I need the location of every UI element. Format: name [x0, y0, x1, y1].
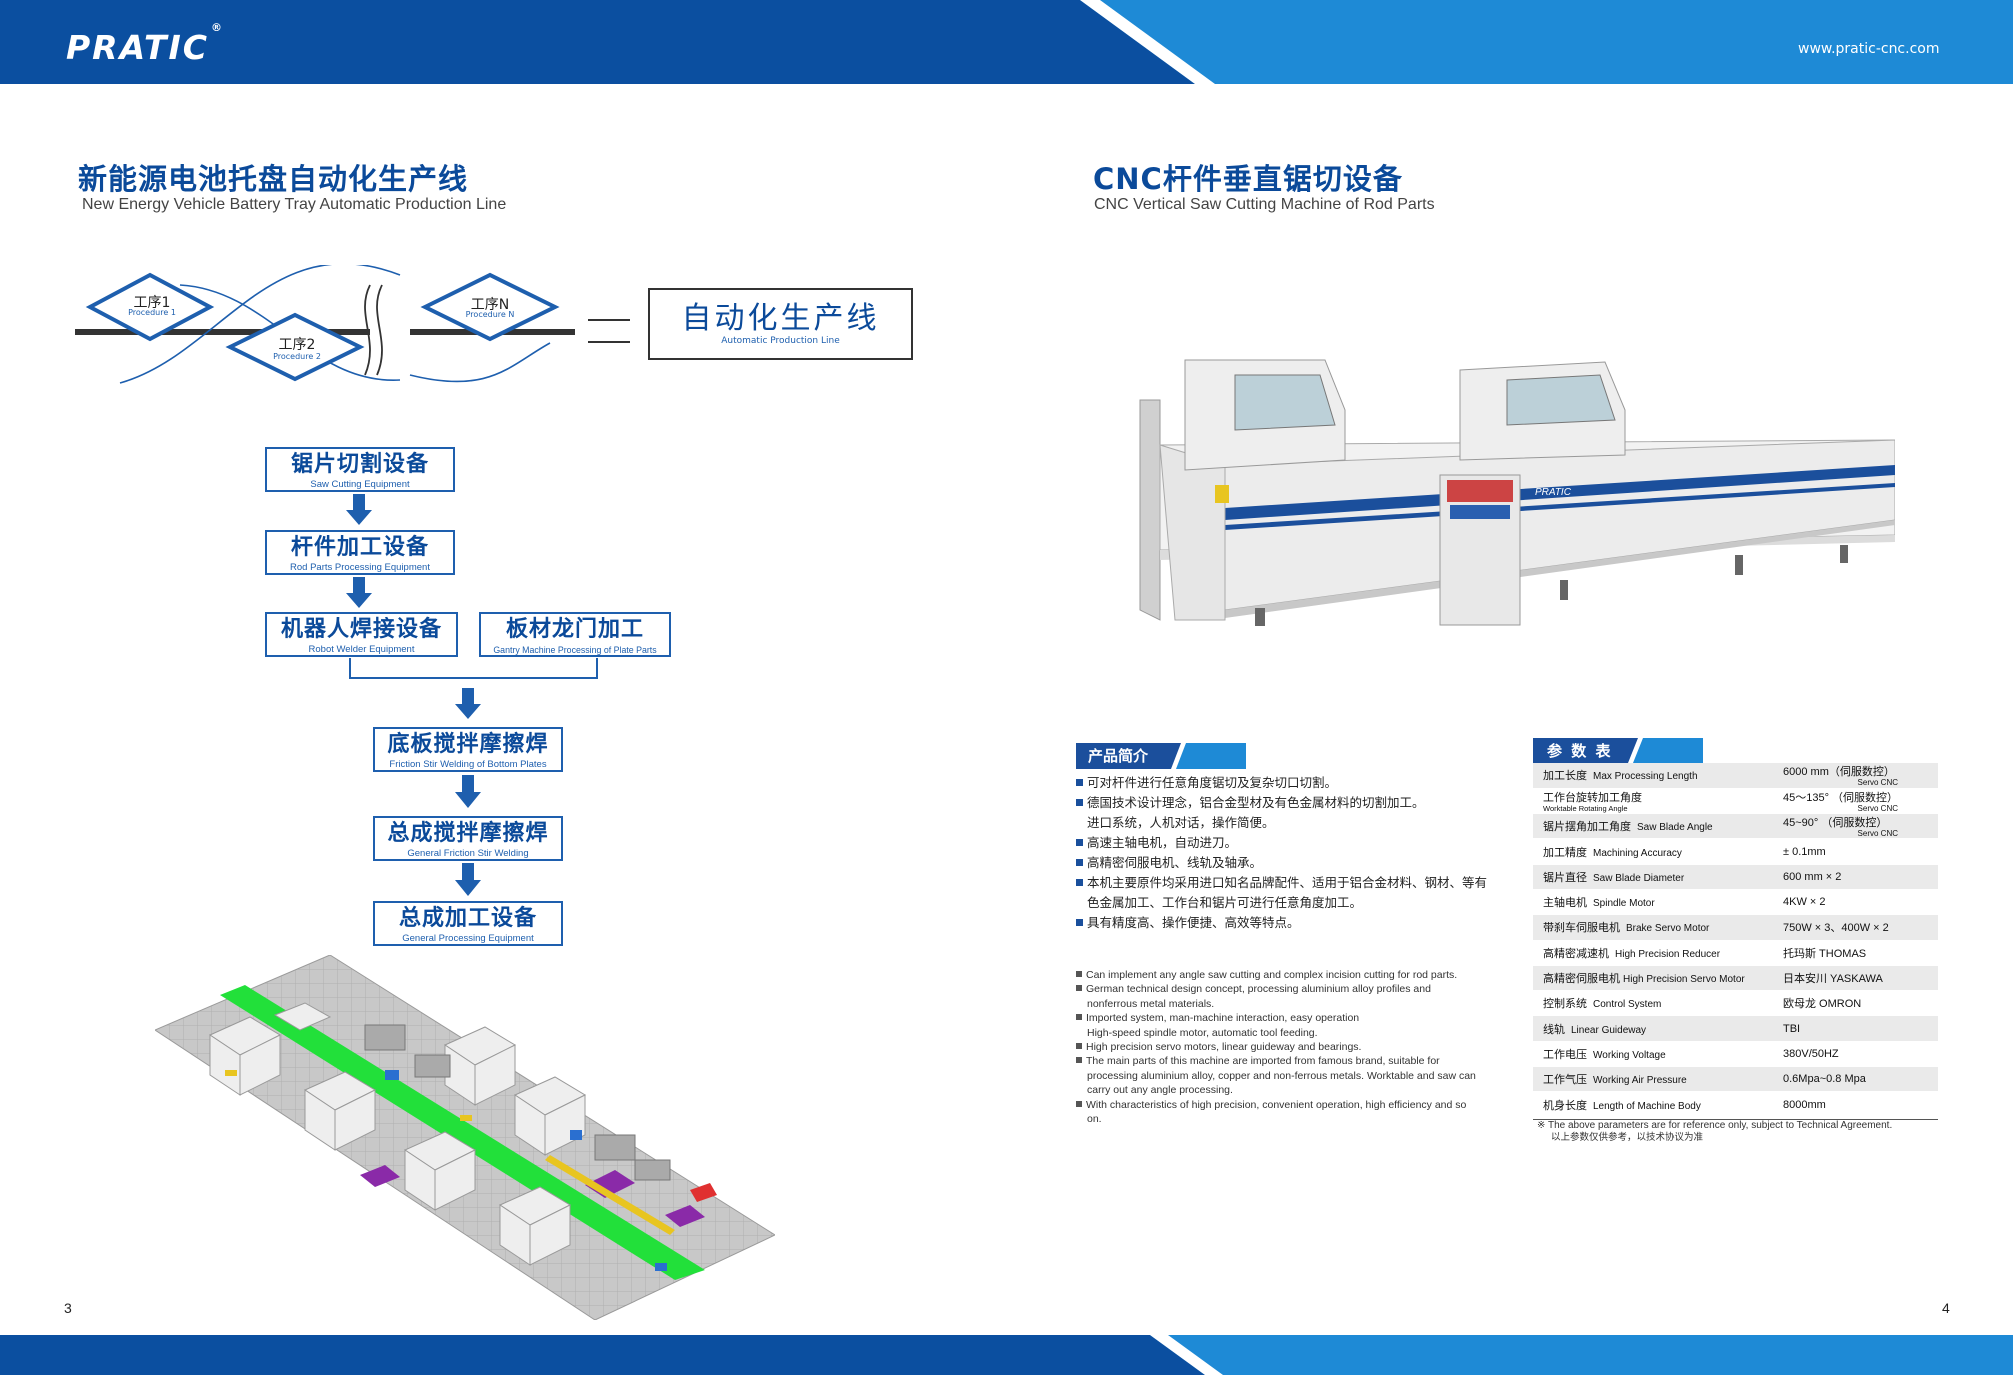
automatic-line-cn: 自动化生产线	[681, 301, 880, 336]
footer-background	[0, 1335, 2013, 1375]
page-number-left: 3	[64, 1300, 72, 1316]
footer-band	[0, 1335, 2013, 1375]
intro-en-item: With characteristics of high precision, …	[1076, 1098, 1476, 1127]
intro-en-item: Can implement any angle saw cutting and …	[1076, 968, 1476, 982]
intro-cn-item: 高速主轴电机，自动进刀。	[1076, 833, 1496, 853]
header-band	[0, 0, 2013, 84]
pratic-logo: PRATIC®	[66, 21, 224, 67]
intro-en-item: German technical design concept, process…	[1076, 982, 1476, 1011]
procedure-n-cn: 工序N	[470, 297, 510, 313]
production-line-illustration	[155, 955, 775, 1320]
machine-brand-label: PRATIC	[1535, 487, 1572, 498]
intro-en-item: Imported system, man-machine interaction…	[1076, 1011, 1476, 1025]
intro-cn-list: 可对杆件进行任意角度锯切及复杂切口切割。 德国技术设计理念，铝合金型材及有色金属…	[1076, 773, 1496, 933]
page-number-right: 4	[1942, 1300, 1950, 1316]
intro-label: 产品简介	[1088, 747, 1149, 765]
table-bottom-rule	[1533, 1119, 1938, 1120]
right-title-en: CNC Vertical Saw Cutting Machine of Rod …	[1094, 196, 1435, 213]
intro-cn-item: 可对杆件进行任意角度锯切及复杂切口切割。	[1076, 773, 1496, 793]
website-url[interactable]: www.pratic-cnc.com	[1798, 41, 1940, 57]
note-cn: 以上参数仅供参考，以技术协议为准	[1551, 1132, 1704, 1143]
procedure-n-en: Procedure N	[465, 310, 515, 319]
intro-cn-item: 具有精度高、操作便捷、高效等特点。	[1076, 913, 1496, 933]
intro-cn-item: 进口系统，人机对话，操作简便。	[1087, 815, 1275, 830]
procedure-1-cn: 工序1	[133, 295, 171, 311]
intro-en-list: Can implement any angle saw cutting and …	[1076, 968, 1476, 1126]
intro-en-item: The main parts of this machine are impor…	[1076, 1054, 1476, 1097]
left-title-cn: 新能源电池托盘自动化生产线	[78, 162, 469, 196]
procedure-1-en: Procedure 1	[128, 308, 176, 317]
header-background	[0, 0, 2013, 84]
procedure-2-cn: 工序2	[278, 337, 316, 353]
intro-cn-item: 高精密伺服电机、线轨及轴承。	[1076, 853, 1496, 873]
intro-tab	[1076, 743, 1246, 769]
saw-machine-illustration: PRATIC	[1139, 359, 1895, 626]
params-tab	[1533, 738, 1703, 763]
intro-en-item: High precision servo motors, linear guid…	[1076, 1040, 1476, 1054]
intro-en-item: High-speed spindle motor, automatic tool…	[1087, 1026, 1318, 1039]
procedure-diagram	[75, 265, 630, 384]
note-en: ※ The above parameters are for reference…	[1537, 1120, 1893, 1131]
intro-cn-item: 本机主要原件均采用进口知名品牌配件、适用于铝合金材料、钢材、等有色金属加工、工作…	[1076, 873, 1496, 913]
procedure-2-en: Procedure 2	[273, 352, 321, 361]
left-title-en: New Energy Vehicle Battery Tray Automati…	[82, 196, 507, 213]
params-label: 参 数 表	[1547, 742, 1613, 760]
right-title-cn: CNC杆件垂直锯切设备	[1093, 162, 1403, 196]
params-note: ※ The above parameters are for reference…	[1537, 1120, 1892, 1144]
automatic-line-en: Automatic Production Line	[721, 336, 840, 346]
intro-cn-item: 德国技术设计理念，铝合金型材及有色金属材料的切割加工。	[1076, 793, 1496, 813]
automatic-line-box: 自动化生产线 Automatic Production Line	[648, 288, 913, 360]
